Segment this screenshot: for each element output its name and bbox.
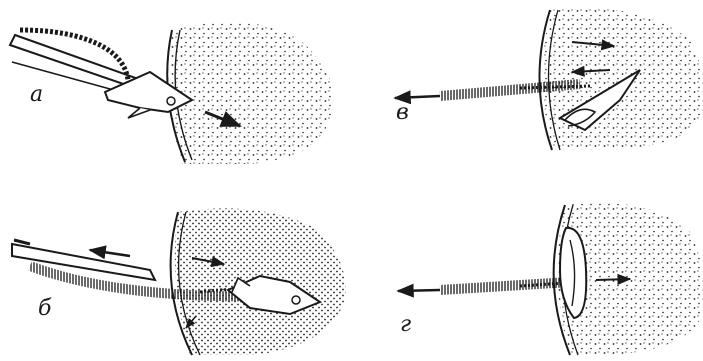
- motion-arrow-g: [596, 279, 630, 280]
- panel-v: [395, 8, 703, 150]
- shaft-b-tail: [14, 240, 30, 244]
- panel-g: [398, 203, 703, 355]
- withdraw-arrow-b: [90, 250, 130, 256]
- panel-b: [12, 208, 346, 355]
- panel-a: [10, 22, 334, 164]
- panel-label-b: б: [38, 298, 51, 320]
- panel-label-v: в: [396, 102, 409, 124]
- tissue-v: [543, 8, 703, 150]
- barb-a: [128, 108, 150, 118]
- tissue-a: [169, 22, 334, 164]
- pull-arrow-g: [398, 290, 440, 291]
- panel-label-a: а: [30, 84, 43, 106]
- panel-label-g: г: [400, 314, 411, 336]
- line-g: [440, 282, 570, 290]
- pull-arrow-v: [395, 96, 440, 98]
